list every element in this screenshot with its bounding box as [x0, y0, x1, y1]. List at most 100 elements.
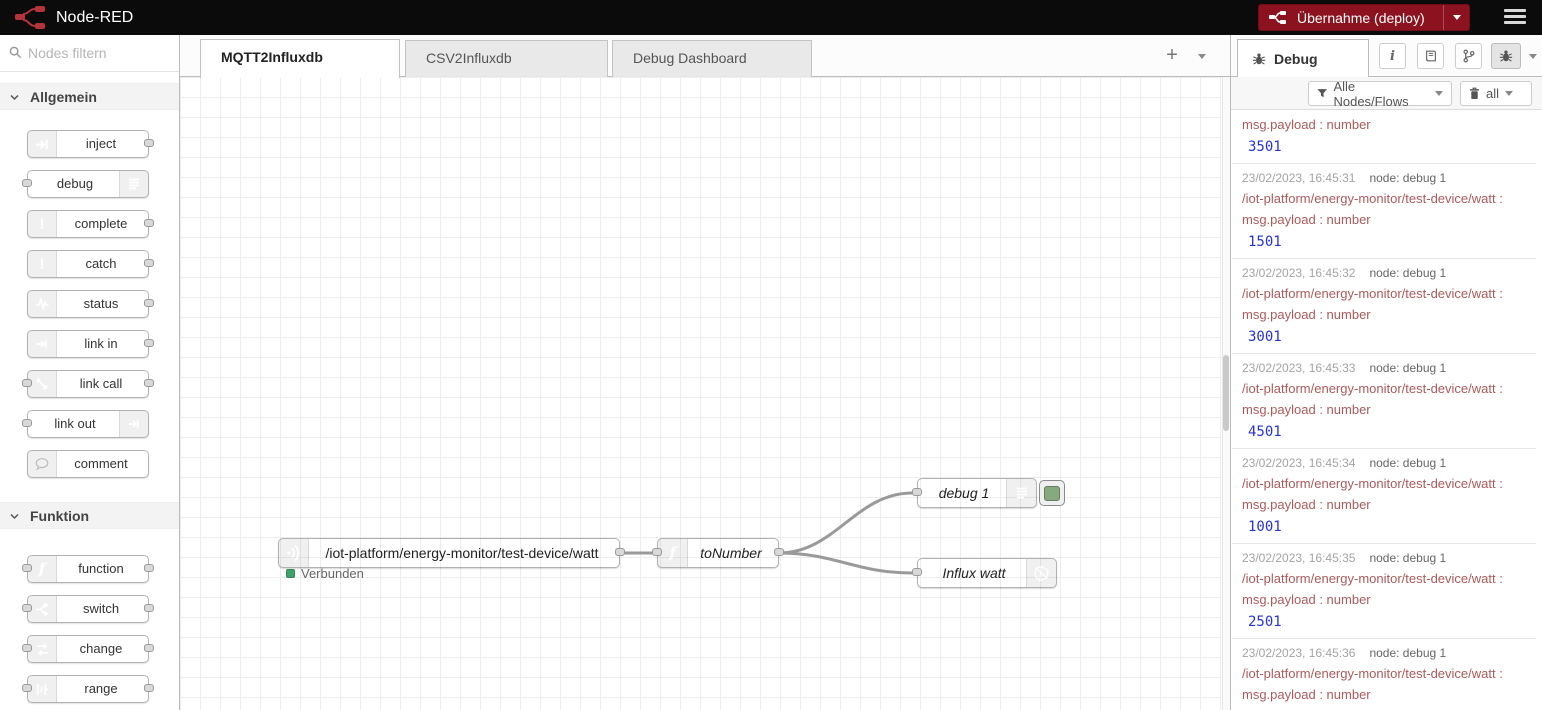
- catch-icon: !: [28, 251, 57, 277]
- palette-node-link-call[interactable]: link call: [27, 370, 149, 398]
- message-topic: /iot-platform/energy-monitor/test-device…: [1242, 381, 1528, 396]
- palette-node-catch[interactable]: ! catch: [27, 250, 149, 278]
- search-icon: [9, 46, 22, 59]
- deploy-label: Übernahme (deploy): [1297, 10, 1425, 26]
- palette-node-debug[interactable]: debug: [27, 170, 149, 198]
- debug-clear-button[interactable]: all: [1460, 81, 1532, 106]
- canvas-scrollbar[interactable]: [1222, 77, 1230, 710]
- main-menu-button[interactable]: [1504, 9, 1526, 27]
- debug-message: msg.payload : number 3501: [1232, 110, 1536, 164]
- message-value: 3001: [1242, 329, 1528, 346]
- debug-message: 23/02/2023, 16:45:32node: debug 1 /iot-p…: [1232, 259, 1536, 354]
- palette-node-link-in[interactable]: link in: [27, 330, 149, 358]
- palette-node-complete[interactable]: ! complete: [27, 210, 149, 238]
- output-port[interactable]: [615, 548, 625, 556]
- message-property: msg.payload : number: [1242, 307, 1528, 322]
- node-red-logo-icon: [14, 5, 48, 31]
- influxdb-out-node[interactable]: Influx watt: [917, 558, 1057, 588]
- app-title: Node-RED: [56, 0, 133, 35]
- flow-canvas[interactable]: /iot-platform/energy-monitor/test-device…: [180, 77, 1230, 710]
- output-port: [144, 299, 154, 307]
- debug-filter-button[interactable]: Alle Nodes/Flows: [1308, 81, 1452, 106]
- sidebar-tab-debug[interactable]: Debug: [1237, 39, 1369, 77]
- info-sidebar-button[interactable]: i: [1379, 43, 1406, 69]
- tab-csv2influxdb[interactable]: CSV2Influxdb: [405, 40, 608, 77]
- debug-message-list[interactable]: msg.payload : number 3501 23/02/2023, 16…: [1232, 110, 1536, 710]
- message-source-node: node: debug 1: [1369, 646, 1446, 660]
- message-topic: /iot-platform/energy-monitor/test-device…: [1242, 571, 1528, 586]
- debug-icon: [119, 171, 148, 197]
- debug-message: 23/02/2023, 16:45:35node: debug 1 /iot-p…: [1232, 544, 1536, 639]
- palette-node-inject[interactable]: inject: [27, 130, 149, 158]
- flow-list-button[interactable]: [1198, 54, 1206, 59]
- debug1-node[interactable]: debug 1: [917, 478, 1037, 508]
- message-topic: /iot-platform/energy-monitor/test-device…: [1242, 191, 1528, 206]
- palette-search: [0, 35, 179, 72]
- status-connected-icon: [286, 569, 295, 578]
- book-icon: [1424, 49, 1438, 63]
- output-port: [144, 604, 154, 612]
- link-in-icon: [28, 331, 57, 357]
- deploy-options-button[interactable]: [1443, 5, 1469, 30]
- message-timestamp: 23/02/2023, 16:45:35: [1242, 551, 1355, 565]
- output-port: [144, 219, 154, 227]
- palette-node-status[interactable]: status: [27, 290, 149, 318]
- message-timestamp: 23/02/2023, 16:45:36: [1242, 646, 1355, 660]
- debug-message: 23/02/2023, 16:45:36node: debug 1 /iot-p…: [1232, 639, 1536, 710]
- sidebar: Debug i Alle Nodes/Flows all msg.payload…: [1230, 35, 1542, 710]
- debug-message: 23/02/2023, 16:45:34node: debug 1 /iot-p…: [1232, 449, 1536, 544]
- add-flow-button[interactable]: +: [1158, 43, 1186, 69]
- message-property: msg.payload : number: [1242, 117, 1528, 132]
- input-port: [22, 379, 32, 387]
- palette-node-comment[interactable]: comment: [27, 450, 149, 478]
- bug-icon: [1499, 49, 1513, 63]
- influxdb-icon: [1026, 559, 1056, 587]
- palette-node-function[interactable]: f function: [27, 555, 149, 583]
- search-input[interactable]: [28, 41, 168, 65]
- deploy-button[interactable]: Übernahme (deploy): [1258, 4, 1470, 31]
- complete-icon: !: [28, 211, 57, 237]
- message-source-node: node: debug 1: [1369, 361, 1446, 375]
- sidebar-options-button[interactable]: [1529, 54, 1537, 59]
- input-port[interactable]: [912, 488, 922, 496]
- message-timestamp: 23/02/2023, 16:45:33: [1242, 361, 1355, 375]
- output-port: [144, 644, 154, 652]
- debug-sidebar-button[interactable]: [1491, 43, 1521, 69]
- output-port: [144, 379, 154, 387]
- message-source-node: node: debug 1: [1369, 171, 1446, 185]
- status-icon: [28, 291, 57, 317]
- palette-node-range[interactable]: range: [27, 675, 149, 703]
- git-branch-icon: [1462, 49, 1475, 63]
- deploy-icon: [1269, 10, 1288, 25]
- input-port[interactable]: [912, 568, 922, 576]
- help-sidebar-button[interactable]: [1417, 43, 1444, 69]
- message-value: 1001: [1242, 519, 1528, 536]
- palette-node-link-out[interactable]: link out: [27, 410, 149, 438]
- project-history-button[interactable]: [1455, 43, 1482, 69]
- scrollbar-thumb[interactable]: [1223, 355, 1229, 431]
- palette-category-allgemein[interactable]: Allgemein: [0, 83, 179, 110]
- range-icon: [28, 676, 57, 702]
- message-source-node: node: debug 1: [1369, 456, 1446, 470]
- debug-message: 23/02/2023, 16:45:31node: debug 1 /iot-p…: [1232, 164, 1536, 259]
- tonumber-function-node[interactable]: f toNumber: [657, 538, 779, 568]
- debug-icon: [1006, 479, 1036, 507]
- palette-node-change[interactable]: change: [27, 635, 149, 663]
- message-value: 2501: [1242, 614, 1528, 631]
- palette-category-funktion[interactable]: Funktion: [0, 502, 179, 529]
- output-port[interactable]: [774, 548, 784, 556]
- debug-enable-toggle[interactable]: [1039, 480, 1065, 506]
- message-source-node: node: debug 1: [1369, 266, 1446, 280]
- input-port[interactable]: [652, 548, 662, 556]
- chevron-down-icon: [10, 94, 19, 101]
- debug-toolbar: Alle Nodes/Flows all: [1231, 77, 1542, 110]
- chevron-down-icon: [1505, 91, 1513, 96]
- output-port: [144, 139, 154, 147]
- message-property: msg.payload : number: [1242, 592, 1528, 607]
- mqtt-in-node[interactable]: /iot-platform/energy-monitor/test-device…: [278, 538, 620, 568]
- function-icon: f: [28, 556, 57, 582]
- message-property: msg.payload : number: [1242, 402, 1528, 417]
- palette-node-switch[interactable]: switch: [27, 595, 149, 623]
- tab-mqtt2influxdb[interactable]: MQTT2Influxdb: [200, 39, 400, 78]
- tab-debug-dashboard[interactable]: Debug Dashboard: [612, 40, 812, 77]
